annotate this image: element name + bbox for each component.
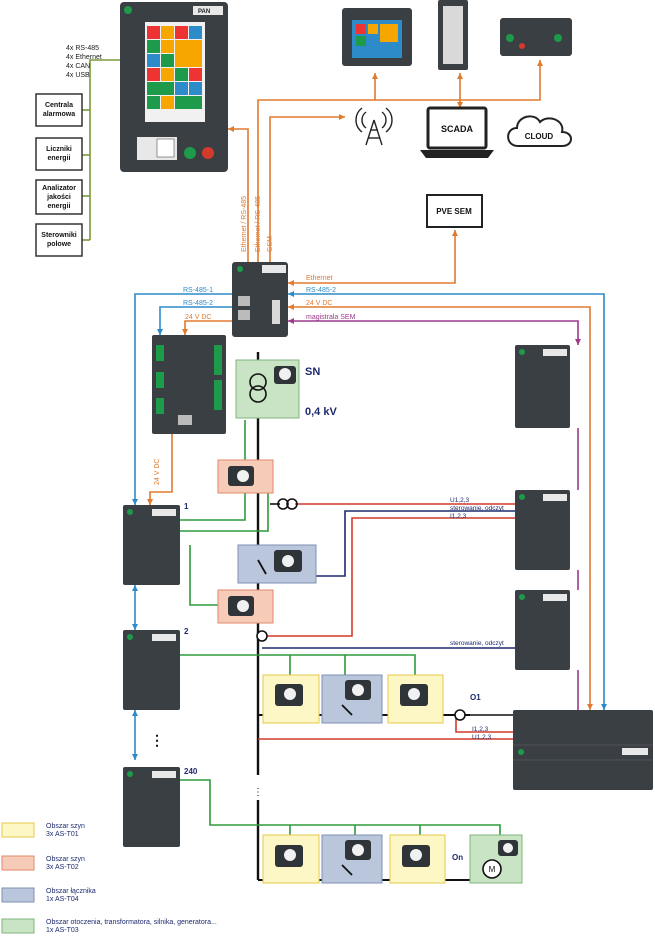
radio-antenna-icon — [355, 107, 393, 146]
legend-swatch-szyn-t02 — [1, 855, 35, 871]
label-ethernet-right: Ethernet — [306, 275, 333, 282]
feeder-on-areas: M — [262, 834, 523, 884]
vlabel-gsm: GSM — [267, 236, 274, 252]
transformer-area: SN 0,4 kV — [235, 359, 337, 419]
sem-module-240: 240 — [123, 767, 198, 847]
label-magistrala: magistrala SEM — [306, 314, 356, 321]
legend-swatch-otoczenie — [1, 918, 35, 934]
cloud-icon: CLOUD — [507, 115, 572, 147]
label-ster-odczyt-2: sterowanie, odczyt — [450, 640, 504, 647]
gateway-device — [232, 262, 288, 337]
vlabel-eth-rs485-1: Ethernet / RS-485 — [241, 196, 248, 252]
cloud-label: CLOUD — [525, 132, 554, 141]
iface-usb: 4x USB — [66, 72, 90, 79]
feeder-o1-areas — [262, 674, 466, 724]
legend: Obszar szyn 3x AS-T01 Obszar szyn 3x AS-… — [1, 822, 217, 934]
label-u123: U1,2,3 — [450, 497, 470, 504]
label-sn: SN — [305, 366, 320, 378]
sem-module-1: 1 — [123, 502, 189, 585]
switch-area — [237, 544, 317, 584]
busbar-area-lower — [217, 589, 274, 642]
sem-module-right-2 — [515, 490, 570, 570]
legend-sub-4: 1x AS-T03 — [46, 927, 79, 934]
hmi-interfaces: 4x RS-485 4x Ethernet 4x CAN 4x USB — [66, 45, 102, 79]
sem-module-right-wide — [513, 710, 653, 790]
hmi-brand: PAN — [198, 9, 210, 15]
busbar-area-upper — [217, 459, 298, 510]
box-sterowniki-line1: Sterowniki — [41, 232, 76, 239]
vertical-labels: Ethernet / RS-485 Ethernet / RS-485 GSM — [241, 196, 274, 252]
box-centrala-line2: alarmowa — [43, 111, 75, 118]
svg-text:M: M — [489, 865, 496, 874]
iface-rs485: 4x RS-485 — [66, 45, 99, 52]
label-24vdc-right: 24 V DC — [306, 300, 332, 307]
legend-swatch-lacznik — [1, 887, 35, 903]
label-o1: O1 — [470, 693, 481, 702]
box-analizator-line2: jakości — [46, 194, 71, 201]
box-analizator-line1: Analizator — [42, 185, 76, 192]
module-1-number: 1 — [184, 502, 189, 511]
vlabel-eth-rs485-2: Ethernet / RS-485 — [255, 196, 262, 252]
top-panel-small — [342, 8, 412, 66]
hmi-panel: PAN — [120, 2, 228, 172]
iface-ethernet: 4x Ethernet — [66, 54, 102, 61]
label-24vdc-left: 24 V DC — [185, 314, 211, 321]
legend-title-3: Obszar łącznika — [46, 888, 96, 895]
legend-title-2: Obszar szyn — [46, 856, 85, 863]
sem-module-right-3 — [515, 590, 570, 670]
label-ster-odczyt-1: sterowanie, odczyt — [450, 505, 504, 512]
modules-ellipsis: ⋮ — [150, 732, 164, 748]
pve-sem-box: PVE SEM — [426, 194, 483, 228]
legend-title-4: Obszar otoczenia, transformatora, silnik… — [46, 919, 217, 926]
label-04kv: 0,4 kV — [305, 406, 337, 418]
pve-label: PVE SEM — [436, 207, 472, 216]
hmi-screen-tiles — [147, 26, 202, 109]
box-analizator-line3: energii — [48, 203, 71, 210]
arrowheads — [132, 60, 607, 760]
label-i123-b: I1,2,3 — [472, 726, 489, 733]
legend-sub-3: 1x AS-T04 — [46, 896, 79, 903]
legend-sub-1: 3x AS-T01 — [46, 831, 79, 838]
label-rs485-2-right: RS-485-2 — [306, 287, 336, 294]
io-module — [152, 335, 226, 434]
label-24vdc-vertical: 24 V DC — [154, 459, 161, 485]
gateway-labels: RS-485-1 RS-485-2 24 V DC Ethernet RS-48… — [154, 275, 356, 485]
busbar-ellipsis: ⋮ — [253, 787, 263, 798]
label-rs485-2-left: RS-485-2 — [183, 300, 213, 307]
box-liczniki-line2: energii — [48, 155, 71, 162]
signal-labels: U1,2,3 sterowanie, odczyt I1,2,3 sterowa… — [450, 497, 504, 862]
module-240-number: 240 — [184, 767, 198, 776]
top-io-panel — [500, 18, 572, 56]
legend-sub-2: 3x AS-T02 — [46, 864, 79, 871]
top-rail-module — [438, 0, 468, 70]
scada-laptop-icon: SCADA — [420, 106, 494, 158]
iface-can: 4x CAN — [66, 63, 90, 70]
label-i123: I1,2,3 — [450, 513, 467, 520]
label-rs485-1-left: RS-485-1 — [183, 287, 213, 294]
module-2-number: 2 — [184, 627, 189, 636]
box-sterowniki-line2: polowe — [47, 241, 71, 248]
box-centrala-line1: Centrala — [45, 102, 73, 109]
left-boxes: Centrala alarmowa Liczniki energii Anali… — [35, 93, 83, 257]
scada-label: SCADA — [441, 124, 474, 134]
legend-title-1: Obszar szyn — [46, 823, 85, 830]
label-u123-b: U1,2,3 — [472, 734, 492, 741]
label-on: On — [452, 853, 463, 862]
sem-module-2: 2 — [123, 627, 189, 710]
legend-swatch-szyn-t01 — [1, 822, 35, 838]
sem-module-right-1 — [515, 345, 570, 428]
box-liczniki-line1: Liczniki — [46, 146, 72, 153]
